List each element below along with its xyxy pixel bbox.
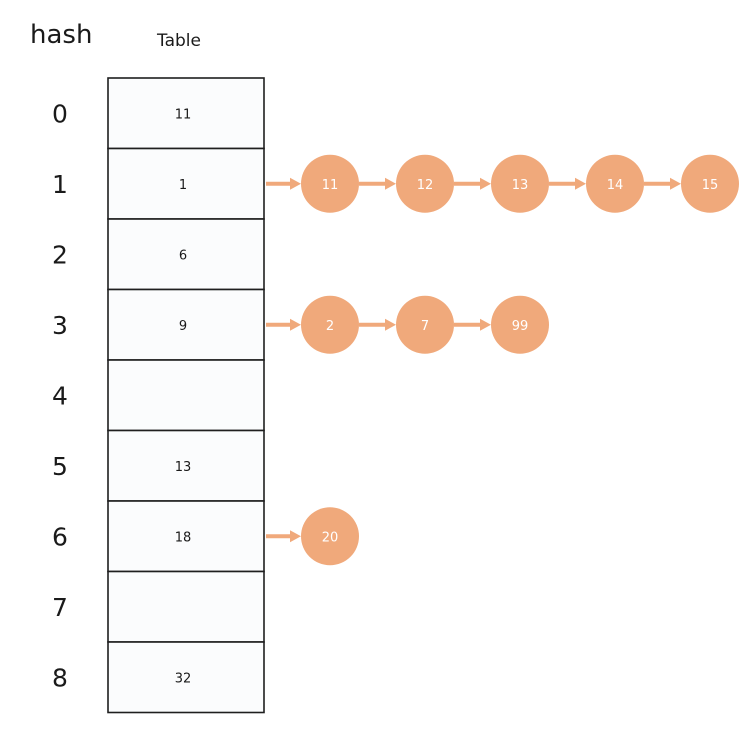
table-cell xyxy=(107,288,265,361)
chain-node-value: 2 xyxy=(326,319,334,334)
chain-node: 12 xyxy=(396,154,454,213)
chain-node: 99 xyxy=(491,295,549,354)
chain-node-value: 99 xyxy=(512,319,529,334)
chain-node: 11 xyxy=(301,154,359,213)
chain-node-value: 7 xyxy=(421,319,429,334)
table-cell xyxy=(107,147,265,220)
table-cell-value: 9 xyxy=(179,319,187,334)
table-cell-value: 1 xyxy=(179,178,187,193)
chain-arrow xyxy=(454,177,491,190)
hash-index-label: 6 xyxy=(52,522,68,551)
chain-node: 13 xyxy=(491,154,549,213)
chain-node-value: 15 xyxy=(702,178,719,193)
table-cell-value: 32 xyxy=(175,671,192,686)
table-cell xyxy=(107,218,265,291)
chain-arrow xyxy=(359,318,396,331)
table-cell xyxy=(107,77,265,150)
table-cell-value: 11 xyxy=(175,107,192,122)
table-cell-value: 18 xyxy=(175,530,192,545)
table-cell xyxy=(107,641,265,714)
hash-index-label: 8 xyxy=(52,663,68,692)
table-cell xyxy=(107,500,265,573)
chain-node: 20 xyxy=(301,507,359,566)
chain-arrow xyxy=(454,318,491,331)
table-cell xyxy=(107,359,265,432)
chain-arrow xyxy=(266,177,301,190)
chain-node: 15 xyxy=(681,154,739,213)
chain-arrow xyxy=(266,530,301,543)
chain-node-value: 11 xyxy=(322,178,339,193)
chain-node-value: 14 xyxy=(607,178,624,193)
chain-node-value: 13 xyxy=(512,178,529,193)
chain-node-value: 20 xyxy=(322,530,339,545)
table-cell-value: 13 xyxy=(175,460,192,475)
hash-index-label: 5 xyxy=(52,452,68,481)
chain-arrow xyxy=(644,177,681,190)
hash-index-label: 1 xyxy=(52,170,68,199)
table-cell-value: 6 xyxy=(179,248,187,263)
hash-index-label: 0 xyxy=(52,99,68,128)
collision-chains: 11 12 13 14 15 2 7 99 20 xyxy=(266,154,739,566)
chain-node: 14 xyxy=(586,154,644,213)
table-column-header: Table xyxy=(156,31,201,51)
chain-arrow xyxy=(359,177,396,190)
chain-node-value: 12 xyxy=(417,178,434,193)
hash-index-label: 3 xyxy=(52,311,68,340)
hash-index-label: 7 xyxy=(52,593,68,622)
chain-node: 2 xyxy=(301,295,359,354)
chain-node: 7 xyxy=(396,295,454,354)
hash-index-label: 4 xyxy=(52,381,68,410)
hash-index-label: 2 xyxy=(52,240,68,269)
table-cell xyxy=(107,570,265,643)
hash-column-header: hash xyxy=(30,20,92,50)
chain-arrow xyxy=(266,318,301,331)
chain-arrow xyxy=(549,177,586,190)
